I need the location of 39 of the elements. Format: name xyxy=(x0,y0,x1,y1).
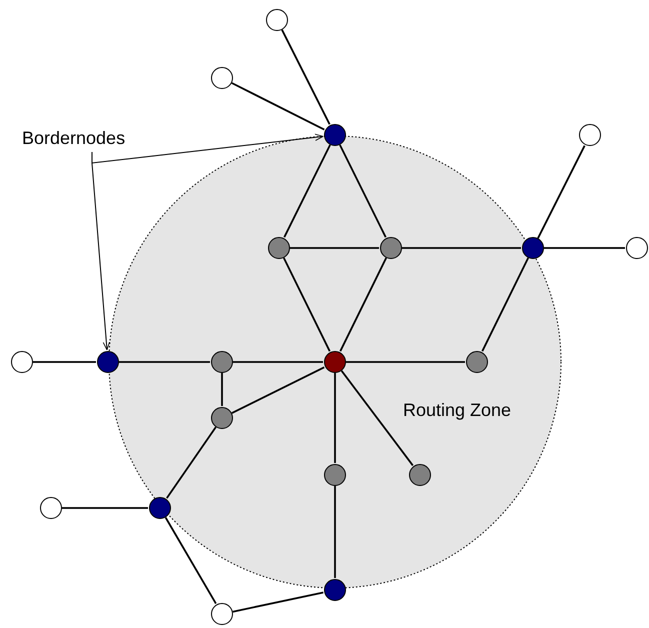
link-line xyxy=(340,370,414,466)
network-node xyxy=(266,9,288,31)
link-line xyxy=(233,361,323,363)
link-line xyxy=(62,507,148,509)
link-line xyxy=(482,258,529,352)
zone-label: Routing Zone xyxy=(403,400,512,421)
link-line xyxy=(166,426,217,499)
leader-line xyxy=(92,152,110,350)
link-line xyxy=(334,373,336,463)
callout-label: Bordernodes xyxy=(22,128,126,149)
link-line xyxy=(119,361,210,363)
link-line xyxy=(402,247,521,249)
link-line xyxy=(232,366,325,414)
link-line xyxy=(281,29,330,125)
link-line xyxy=(221,373,223,406)
network-node xyxy=(211,67,233,89)
link-line xyxy=(231,82,325,130)
network-node xyxy=(11,351,33,373)
network-node xyxy=(579,124,601,146)
link-line xyxy=(164,517,217,604)
link-line xyxy=(283,258,330,352)
network-node xyxy=(97,351,119,373)
network-node xyxy=(40,497,62,519)
link-line xyxy=(339,144,386,238)
link-line xyxy=(232,592,324,613)
link-line xyxy=(284,144,331,238)
link-line xyxy=(346,361,465,363)
network-node xyxy=(626,237,648,259)
network-node xyxy=(522,237,544,259)
link-line xyxy=(334,486,336,578)
network-node xyxy=(324,124,346,146)
network-node xyxy=(149,497,171,519)
leader-line xyxy=(92,134,324,164)
link-line xyxy=(544,247,625,249)
link-line xyxy=(340,258,387,352)
link-line xyxy=(33,361,96,363)
link-line xyxy=(290,247,379,249)
network-node xyxy=(211,603,233,625)
link-line xyxy=(537,145,586,239)
